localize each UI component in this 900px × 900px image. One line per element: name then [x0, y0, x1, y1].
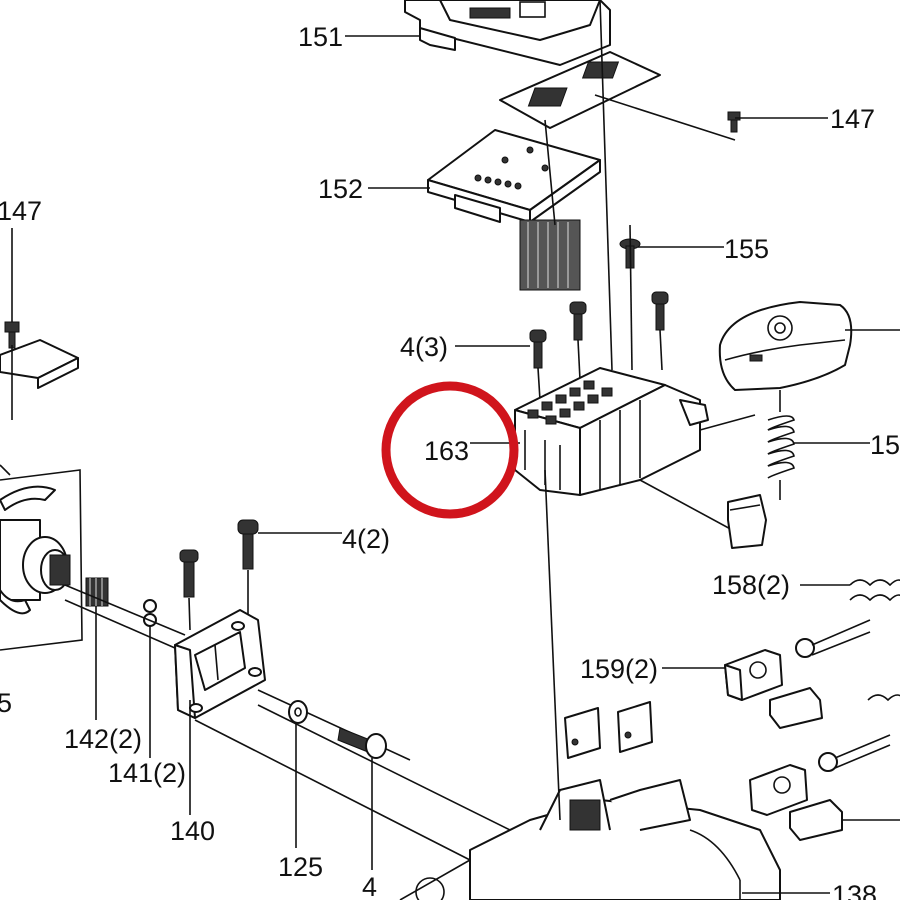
- highlight-circle: [381, 381, 519, 519]
- label-15-cut: 15: [870, 430, 900, 460]
- part-155-screw: [619, 224, 641, 371]
- part-142-spring: [85, 577, 109, 607]
- label-163: 163: [424, 436, 469, 466]
- part-125-washer: [288, 700, 308, 724]
- label-140: 140: [170, 816, 215, 846]
- part-spring: [767, 390, 795, 500]
- part-4-screws-top: [529, 291, 669, 401]
- label-151: 151: [298, 22, 343, 52]
- part-4-screws-mid: [179, 519, 259, 640]
- part-152-block: [427, 129, 601, 291]
- label-141-2: 141(2): [108, 758, 186, 788]
- label-125: 125: [278, 852, 323, 882]
- part-brush-clips: [564, 687, 843, 841]
- part-circuit-plate: [499, 51, 661, 129]
- label-152: 152: [318, 174, 363, 204]
- leader-lines: [11, 35, 900, 894]
- label-5-cut: 5: [0, 688, 12, 718]
- label-159-2: 159(2): [580, 654, 658, 684]
- label-4-2: 4(2): [342, 524, 390, 554]
- part-clip: [727, 494, 767, 549]
- label-138: 138: [832, 880, 877, 900]
- part-159-brush-holder: [724, 619, 891, 816]
- part-138-housing: [399, 469, 781, 900]
- part-140-bracket: [174, 609, 511, 861]
- label-158-2: 158(2): [712, 570, 790, 600]
- label-4: 4: [362, 872, 377, 900]
- part-158-spring: [849, 579, 900, 702]
- part-147-screw-right: [727, 111, 741, 133]
- label-147-left: 147: [0, 196, 42, 226]
- label-4-3: 4(3): [400, 332, 448, 362]
- part-left-assembly: [0, 464, 83, 651]
- part-cover-right: [718, 301, 900, 391]
- label-147-right: 147: [830, 104, 875, 134]
- part-4-screw-bottom: [337, 727, 387, 759]
- label-155: 155: [724, 234, 769, 264]
- part-147-screw-left: [0, 321, 79, 420]
- part-151-panel: [404, 0, 611, 66]
- label-142-2: 142(2): [64, 724, 142, 754]
- part-163-terminal-block: [514, 367, 761, 546]
- part-labels: 151 147 152 147 155 4(3) 163 15 4(2) 158…: [0, 22, 900, 900]
